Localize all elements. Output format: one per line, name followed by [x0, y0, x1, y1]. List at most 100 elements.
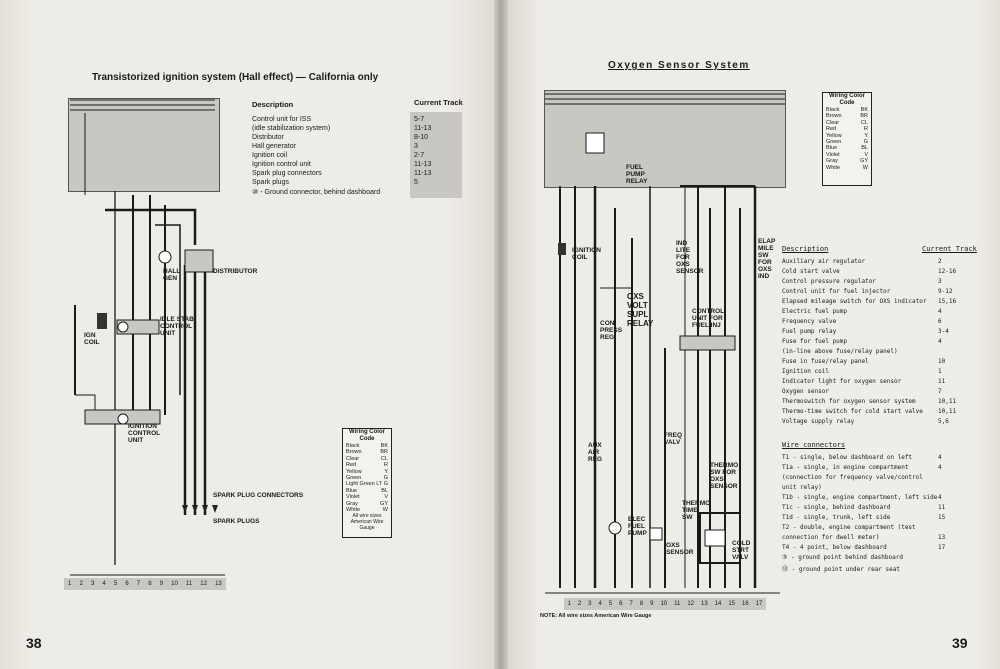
- right-track-header: Current Track: [922, 245, 977, 253]
- legend-code: GY: [380, 500, 388, 507]
- label-freq-valv: FREQ VALV: [664, 432, 683, 446]
- label-con-press-reg: CON PRESS REG: [600, 320, 623, 341]
- left-track-value: 5-7: [414, 116, 425, 123]
- legend-color: Brown: [826, 113, 842, 120]
- label-elec-fuel-pump: ELEC FUEL PUMP: [628, 516, 647, 537]
- legend-color: Black: [826, 107, 840, 113]
- label-oxs-sensor: OXS SENSOR: [666, 542, 694, 556]
- left-desc-row: (idle stabilization system): [252, 125, 331, 132]
- legend-code: R: [384, 462, 388, 469]
- right-desc-row: Oxygen sensor: [782, 388, 829, 395]
- left-legend-note: All wire sizes American Wire Gauge: [350, 513, 384, 532]
- legend-code: BK: [860, 107, 868, 113]
- left-desc-row: Spark plug connectors: [252, 170, 322, 177]
- legend-row: Red R: [343, 462, 391, 468]
- right-page: Oxygen Sensor System I: [500, 0, 1000, 669]
- legend-color: Violet: [826, 151, 840, 158]
- book-gutter: [494, 0, 508, 669]
- right-desc-row: Electric fuel pump: [782, 308, 848, 315]
- left-track-value: 2-7: [414, 152, 425, 159]
- legend-color: Clear: [826, 119, 840, 126]
- label-ind-lite: IND LITE FOR OXS SENSOR: [676, 240, 704, 275]
- right-desc-row: Elapsed mileage switch for OXS indicator: [782, 298, 927, 305]
- legend-color: Yellow: [346, 468, 362, 475]
- legend-code: Y: [864, 132, 868, 139]
- legend-color: Violet: [346, 494, 360, 501]
- left-desc-row: Control unit for ISS: [252, 116, 312, 123]
- label-idle-stab: IDLE STAB CONTROL UNIT: [160, 316, 194, 337]
- legend-row: Black BK: [823, 107, 871, 113]
- legend-code: BR: [860, 113, 868, 120]
- legend-code: BL: [381, 487, 388, 494]
- legend-color: Clear: [346, 455, 360, 462]
- track-number: 1: [567, 601, 571, 607]
- left-legend-title: Wiring Color Code: [349, 429, 385, 442]
- left-track-value: 11-13: [414, 170, 432, 177]
- legend-color: Yellow: [826, 132, 842, 139]
- legend-code: LT G: [376, 481, 388, 488]
- label-ign-coil: IGN COIL: [84, 332, 100, 346]
- track-number: 4: [102, 581, 106, 587]
- legend-code: BR: [380, 449, 388, 456]
- right-desc-row: Fuse for fuel pump: [782, 338, 848, 345]
- track-number: 5: [608, 601, 613, 607]
- left-desc-row: Spark plugs: [252, 179, 289, 186]
- legend-code: BL: [861, 145, 868, 152]
- track-number: 13: [215, 581, 222, 587]
- right-connector-row: T1a - single, in engine compartment: [782, 464, 909, 471]
- right-desc-row: Indicator light for oxygen sensor: [782, 378, 902, 385]
- right-desc-row: Frequency valve: [782, 318, 837, 325]
- legend-color: Red: [346, 462, 357, 469]
- legend-code: V: [864, 151, 868, 158]
- track-number: 12: [200, 581, 207, 587]
- right-track-value: 7: [938, 388, 942, 395]
- legend-color: Green: [826, 139, 842, 146]
- legend-code: BK: [380, 443, 388, 449]
- right-connector-row: T4 - 4 point, below dashboard: [782, 544, 887, 551]
- right-desc-row: Ignition coil: [782, 368, 829, 375]
- track-number: 7: [136, 581, 141, 587]
- right-desc-header: Description: [782, 245, 829, 253]
- label-control-unit: CONTROL UNIT FOR FUEL INJ: [692, 308, 725, 329]
- track-number: 12: [687, 601, 695, 607]
- track-number: 7: [629, 601, 633, 607]
- label-aux-air-reg: AUX AIR REG: [588, 442, 603, 463]
- right-track-value: 1: [938, 368, 942, 375]
- left-page-number: 38: [26, 635, 42, 651]
- label-ignition-control: IGNITION CONTROL UNIT: [128, 423, 161, 444]
- right-connector-row: T1c - single, behind dashboard: [782, 504, 891, 511]
- track-number: 2: [577, 601, 582, 607]
- track-number: 17: [755, 601, 763, 607]
- legend-color: Green: [346, 475, 362, 482]
- right-track-value: 4: [938, 338, 942, 345]
- left-desc-row: Distributor: [252, 134, 284, 141]
- track-number: 9: [159, 581, 164, 587]
- right-track-value: 15,16: [938, 298, 957, 305]
- label-spark-plugs: SPARK PLUGS: [213, 518, 260, 525]
- track-number: 1: [68, 581, 72, 587]
- right-desc-row: Thermo-time switch for cold start valve: [782, 408, 923, 415]
- legend-color: White: [346, 507, 361, 514]
- left-desc-row: Hall generator: [252, 143, 296, 150]
- legend-row: Clear CL: [343, 456, 391, 462]
- right-desc-row: Auxiliary air regulator: [782, 258, 866, 265]
- track-number: 10: [660, 601, 668, 607]
- right-connector-track: 17: [938, 544, 946, 551]
- right-track-value: 6: [938, 318, 942, 325]
- legend-code: CL: [380, 455, 388, 462]
- right-desc-row: Fuse in fuse/relay panel: [782, 358, 869, 365]
